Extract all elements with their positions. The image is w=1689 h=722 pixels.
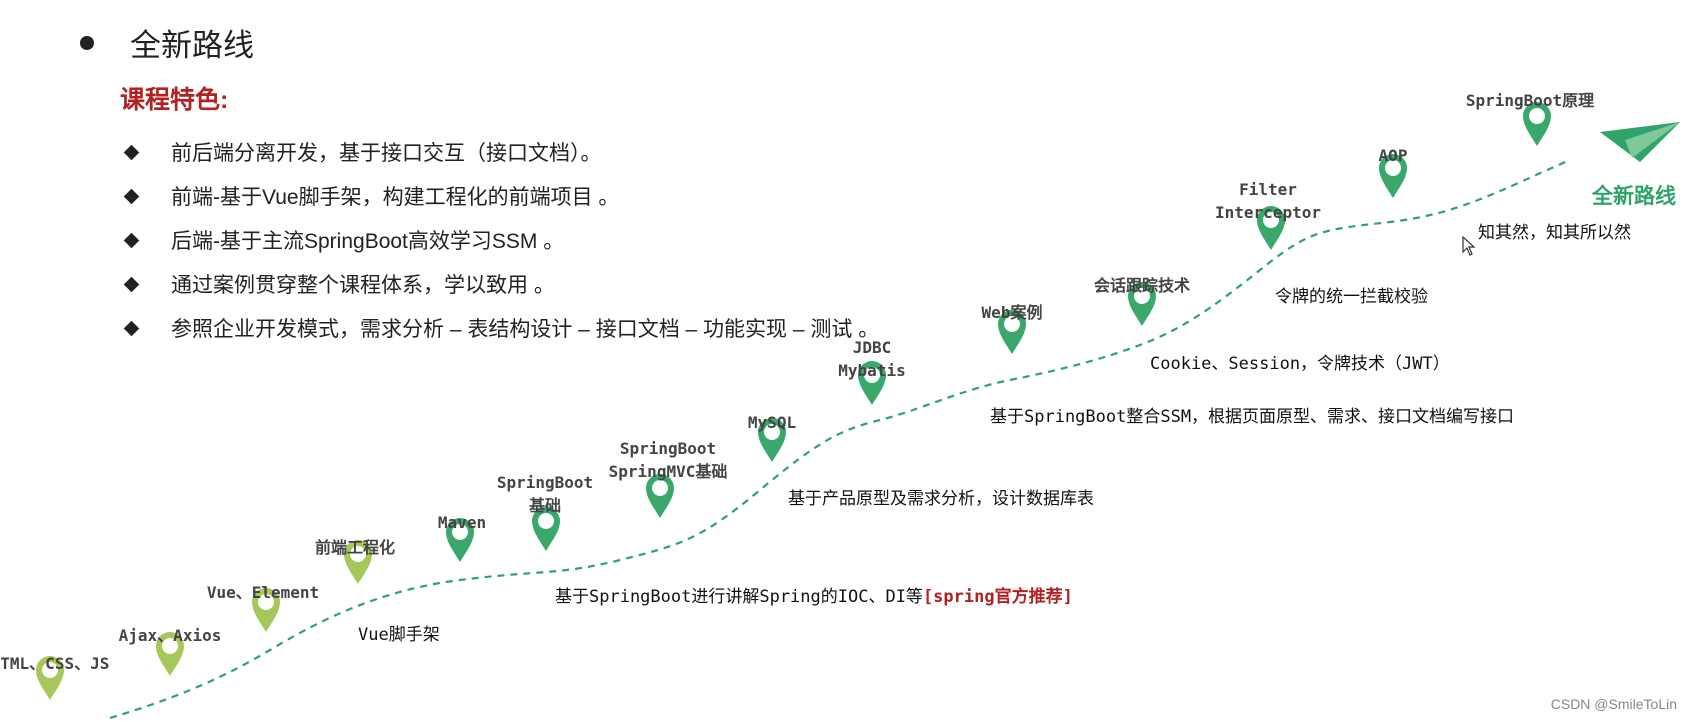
map-pin-hole	[1385, 160, 1401, 176]
feature-text: 前端-基于Vue脚手架，构建工程化的前端项目 。	[171, 186, 620, 209]
list-item: 前后端分离开发，基于接口交互（接口文档）。	[120, 130, 879, 174]
map-pin-hole	[350, 546, 366, 562]
list-item: 通过案例贯穿整个课程体系，学以致用 。	[120, 262, 879, 306]
map-pin-hole	[452, 524, 468, 540]
milestone-label-mysql: MySQL	[747, 413, 797, 432]
course-features-heading: 课程特色:	[120, 86, 229, 114]
roadmap-dashed-path	[109, 158, 1571, 720]
feature-text: 通过案例贯穿整个课程体系，学以致用 。	[171, 274, 555, 297]
desc-ssm-integration: 基于SpringBoot整合SSM，根据页面原型、需求、接口文档编写接口	[990, 407, 1515, 427]
map-pin-hole	[1004, 316, 1020, 332]
desc-spring-basics-text: 基于SpringBoot进行讲解Spring的IOC、DI等	[555, 587, 923, 607]
milestone-label-springboot-basics: SpringBoot 基础	[496, 473, 594, 515]
desc-session-jwt: Cookie、Session，令牌技术（JWT）	[1150, 354, 1450, 374]
map-pin-hole	[42, 662, 58, 678]
page-title: 全新路线	[130, 28, 254, 63]
cursor-icon	[1462, 236, 1476, 256]
milestone-label-ajax-axios: Ajax、Axios	[118, 626, 222, 645]
desc-vue-cli: Vue脚手架	[358, 625, 440, 645]
feature-text: 参照企业开发模式，需求分析 – 表结构设计 – 接口文档 – 功能实现 – 测试…	[171, 318, 880, 341]
roadmap-title: 全新路线	[1592, 185, 1676, 208]
map-pin-hole	[538, 513, 554, 529]
map-pin-hole	[1529, 108, 1545, 124]
desc-token-interceptor: 令牌的统一拦截校验	[1275, 287, 1428, 307]
map-pin-hole	[652, 480, 668, 496]
milestone-label-springmvc-basics: SpringBoot SpringMVC基础	[608, 439, 728, 481]
paper-plane-icon	[1600, 122, 1680, 162]
feature-text: 后端-基于主流SpringBoot高效学习SSM 。	[171, 230, 565, 253]
milestone-label-html-css-js: HTML、CSS、JS	[0, 654, 110, 673]
milestone-label-vue-element: Vue、Element	[206, 583, 320, 602]
desc-spring-highlight: [spring官方推荐]	[922, 587, 1073, 607]
map-pin-hole	[1263, 212, 1279, 228]
map-pin-hole	[864, 367, 880, 383]
watermark: CSDN @SmileToLin	[1550, 696, 1677, 712]
map-pin-hole	[1134, 288, 1150, 304]
feature-text: 前后端分离开发，基于接口交互（接口文档）。	[171, 142, 602, 165]
milestone-label-springboot-principle: SpringBoot原理	[1465, 91, 1595, 110]
list-item: 后端-基于主流SpringBoot高效学习SSM 。	[120, 218, 879, 262]
milestone-label-aop: AOP	[1378, 146, 1408, 165]
milestone-label-jdbc-mybatis: JDBC Mybatis	[838, 338, 906, 380]
feature-list: 前后端分离开发，基于接口交互（接口文档）。 前端-基于Vue脚手架，构建工程化的…	[120, 130, 879, 350]
milestone-label-filter-interceptor: Filter Interceptor	[1215, 180, 1321, 222]
desc-principle: 知其然，知其所以然	[1478, 223, 1631, 243]
map-pin-hole	[162, 638, 178, 654]
desc-spring-basics: 基于SpringBoot进行讲解Spring的IOC、DI等[spring官方推…	[555, 582, 1073, 607]
slide-heading: 全新路线	[80, 20, 254, 65]
list-item: 参照企业开发模式，需求分析 – 表结构设计 – 接口文档 – 功能实现 – 测试…	[120, 306, 879, 350]
map-pin-hole	[764, 424, 780, 440]
milestone-label-maven: Maven	[437, 513, 487, 532]
map-pin-hole	[258, 594, 274, 610]
heading-bullet-icon	[80, 35, 94, 50]
desc-database-design: 基于产品原型及需求分析，设计数据库表	[788, 489, 1094, 509]
list-item: 前端-基于Vue脚手架，构建工程化的前端项目 。	[120, 174, 879, 218]
milestone-label-web-case: Web案例	[981, 303, 1043, 322]
milestone-label-session-tracking: 会话跟踪技术	[1093, 276, 1191, 295]
milestone-label-frontend-engineering: 前端工程化	[314, 538, 396, 557]
